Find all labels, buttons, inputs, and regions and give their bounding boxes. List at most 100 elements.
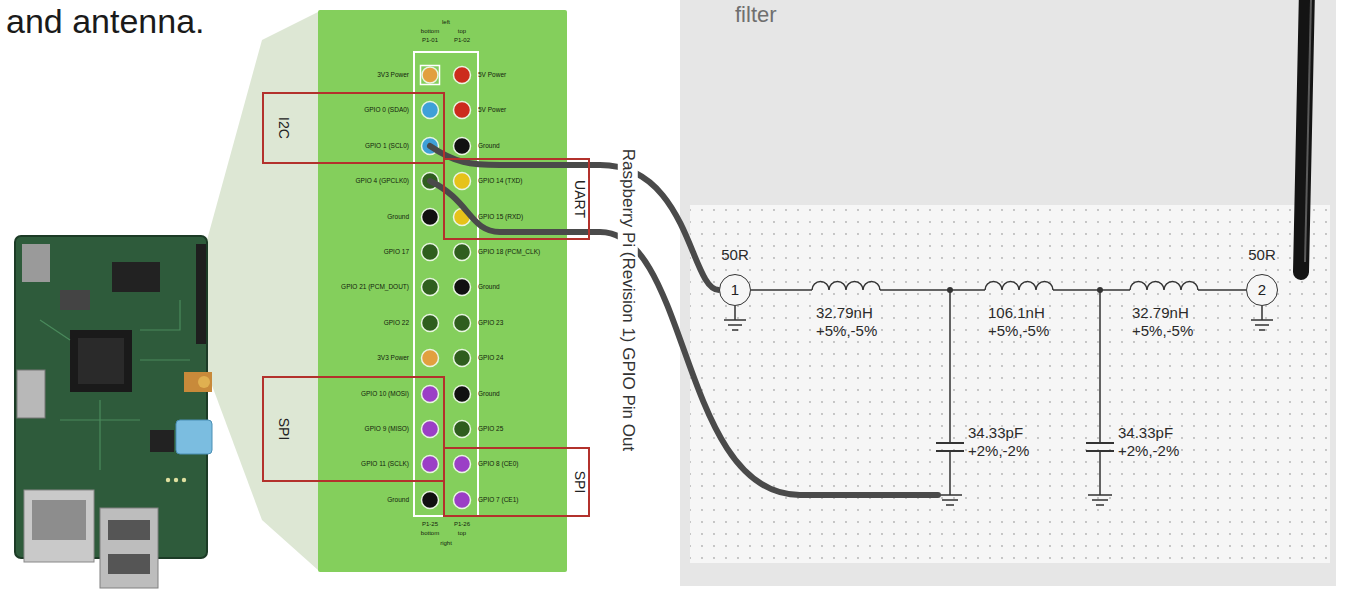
wire: [1198, 289, 1246, 291]
chip: [150, 430, 174, 452]
gpio-header: [196, 244, 206, 344]
port-number: 2: [1258, 281, 1266, 298]
hdmi-socket: [17, 370, 45, 418]
led: [174, 478, 178, 482]
pin-number: P1-26: [454, 521, 470, 528]
pin-label: Ground: [387, 213, 409, 220]
interface-name: I2C: [276, 115, 292, 141]
header-note: right: [440, 540, 452, 547]
schematic-panel: [680, 0, 1336, 586]
pin: [454, 244, 471, 261]
component-value: 32.79nH: [1132, 304, 1189, 321]
pin: [454, 279, 471, 296]
pin-label: 5V Power: [478, 107, 506, 114]
pin-label: GPIO 14 (TXD): [478, 177, 522, 184]
soc-chip: [70, 330, 132, 392]
ground-symbol: [1251, 306, 1273, 330]
pin: [422, 244, 439, 261]
usb-slot: [108, 520, 150, 540]
component-value: 106.1nH: [988, 304, 1045, 321]
pin: [422, 456, 439, 473]
pin: [454, 102, 471, 119]
inductor-symbol: [1130, 282, 1198, 290]
pin-label: Ground: [478, 142, 500, 149]
pin-label: GPIO 0 (SDA0): [364, 107, 409, 114]
pin-label: GPIO 1 (SCL0): [365, 142, 409, 149]
pin-column-right: [454, 67, 471, 509]
ground-symbol: [724, 306, 746, 330]
header-note: top: [458, 530, 466, 537]
pin-column-left: [421, 66, 440, 509]
ethernet-socket: [24, 490, 94, 562]
ethernet-opening: [32, 500, 86, 540]
junction-dot: [947, 287, 953, 293]
pin-label: GPIO 8 (CE0): [478, 461, 518, 468]
header-note: left: [442, 19, 450, 26]
pin-label: GPIO 17: [384, 248, 409, 255]
component-tolerance: +2%,-2%: [1118, 442, 1179, 459]
pin-label: GPIO 10 (MOSI): [361, 390, 409, 397]
filter-schematic: [724, 282, 1273, 505]
ground-symbol: [1088, 495, 1112, 505]
interface-group-box: I2C: [262, 92, 445, 164]
inductor-symbol: [985, 282, 1053, 290]
led: [182, 478, 186, 482]
pin-label: 3V3 Power: [377, 71, 409, 78]
interface-name: SPI: [572, 469, 588, 496]
pin-number: P1-01: [422, 37, 438, 44]
port-impedance: 50R: [721, 246, 749, 263]
pin-label: GPIO 22: [384, 319, 409, 326]
panel-caption: filter: [735, 2, 777, 27]
pin: [422, 421, 439, 438]
header-note: bottom: [421, 530, 439, 537]
power-socket: [22, 244, 50, 282]
wire: [1053, 289, 1130, 291]
component-tolerance: +5%,-5%: [988, 322, 1049, 339]
chip: [60, 290, 90, 310]
pin: [422, 386, 439, 403]
pin: [422, 350, 439, 367]
junction-dot: [1097, 287, 1103, 293]
audio-jack: [176, 420, 212, 454]
pin: [422, 67, 438, 83]
pin-label: Ground: [478, 284, 500, 291]
component-tolerance: +5%,-5%: [816, 322, 877, 339]
pin: [454, 386, 471, 403]
component-value: 34.33pF: [1118, 424, 1173, 441]
pin: [422, 315, 439, 332]
wire: [751, 289, 812, 291]
pin-label: GPIO 18 (PCM_CLK): [478, 248, 540, 255]
ground-symbol: [938, 495, 962, 505]
antenna-highlight: [1305, 0, 1311, 262]
chip: [112, 262, 160, 292]
pin-label: GPIO 23: [478, 319, 503, 326]
capacitor-symbol: [936, 443, 964, 451]
pin: [454, 138, 471, 155]
port-circle: 2: [1246, 274, 1278, 306]
jumper-wires: [430, 146, 938, 495]
port-circle: 1: [719, 274, 751, 306]
interface-group-box: SPI: [262, 376, 445, 482]
pin: [454, 173, 471, 190]
pin-number: P1-25: [422, 521, 438, 528]
panel-title: Raspberry Pi (Revision 1) GPIO Pin Out: [618, 146, 638, 454]
rca-socket-ring: [198, 376, 210, 388]
pin: [454, 315, 471, 332]
port-impedance: 50R: [1248, 246, 1276, 263]
pin: [454, 67, 471, 84]
wire: [949, 290, 951, 495]
interface-name: SPI: [276, 416, 292, 443]
component-value: 34.33pF: [968, 424, 1023, 441]
pin-label: Ground: [387, 496, 409, 503]
component-tolerance: +2%,-2%: [968, 442, 1029, 459]
pin-label: GPIO 7 (CE1): [478, 496, 518, 503]
pin-label: GPIO 25: [478, 425, 503, 432]
inductor-symbol: [812, 282, 880, 290]
wire: [1099, 290, 1101, 495]
pin-number: P1-02: [454, 37, 470, 44]
pin: [422, 209, 439, 226]
pin: [422, 279, 439, 296]
